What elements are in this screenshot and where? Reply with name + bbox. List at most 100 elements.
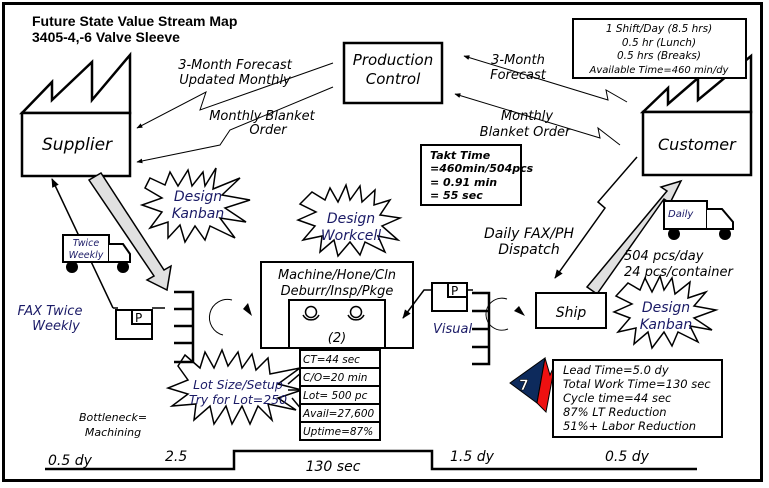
- visual-label: Visual: [433, 322, 472, 337]
- electronic-info-arrow: [463, 55, 628, 103]
- takt-line: Takt Time: [430, 149, 491, 162]
- ship-label: Ship: [556, 305, 587, 321]
- takt-line: = 0.91 min: [430, 176, 497, 189]
- process-name: Deburr/Insp/Pkge: [281, 284, 394, 299]
- kaizen-burst-icon: [165, 348, 305, 426]
- supermarket-icon: [174, 290, 195, 364]
- fax-twice-label: FAX Twice: [18, 304, 83, 319]
- kaizen-burst-icon: [612, 273, 719, 350]
- lot-size-label: Try for Lot=250: [189, 392, 287, 407]
- bottleneck-label: Machining: [85, 426, 141, 439]
- kanban-post-label: P: [135, 311, 142, 325]
- supplier-truck-label: Twice: [73, 238, 100, 249]
- pull-circle-icon: [208, 298, 233, 336]
- order-from-customer-label: Blanket Order: [480, 125, 572, 140]
- summary-cycle-time: Cycle time=44 sec: [563, 391, 672, 405]
- process-data-co: C/O=20 min: [303, 372, 367, 384]
- order-to-supplier-label: Order: [249, 123, 288, 138]
- ship-box: [535, 292, 607, 329]
- summary-labor-reduction: 51%+ Labor Reduction: [563, 419, 696, 433]
- production-control-box: [342, 41, 444, 105]
- design-workcell-label: Workcell: [321, 228, 381, 244]
- electronic-info-arrow: [454, 93, 621, 146]
- order-from-customer-label: Monthly: [501, 109, 553, 124]
- design-kanban-left-label: Design: [174, 189, 222, 205]
- customer-truck-label: Daily: [668, 209, 694, 220]
- timeline-segment: 130 sec: [306, 459, 361, 475]
- customer-info-box: [572, 18, 747, 79]
- withdrawal-arrow: [402, 289, 431, 319]
- process-data-uptime: Uptime=87%: [303, 426, 373, 438]
- timeline-segment: 0.5 dy: [605, 449, 650, 465]
- timeline-segment: 1.5 dy: [450, 449, 495, 465]
- customer-info-line: Available Time=460 min/dy: [589, 65, 730, 76]
- timeline-segment: 0.5 dy: [48, 453, 93, 469]
- order-to-supplier-label: Monthly Blanket: [209, 109, 315, 124]
- daily-fax-label: Dispatch: [498, 242, 560, 258]
- forecast-from-customer-label: Forecast: [490, 68, 547, 83]
- map-title: Future State Value Stream Map: [32, 13, 237, 29]
- forecast-to-supplier-label: Updated Monthly: [179, 73, 291, 88]
- production-control-label: Control: [366, 70, 421, 88]
- takt-line: =460min/504pcs: [430, 162, 534, 175]
- process-data-ct: CT=44 sec: [303, 354, 360, 366]
- summary-lead-time: Lead Time=5.0 dy: [563, 363, 669, 377]
- pull-arrowhead: [243, 303, 252, 316]
- operator-icon: [302, 305, 320, 321]
- pull-circle-icon: [485, 297, 509, 331]
- step-badge-number: 7: [519, 378, 529, 394]
- design-kanban-right-label: Design: [642, 300, 690, 316]
- step-badge-icon: [509, 356, 556, 414]
- production-control-label: Production: [353, 51, 433, 69]
- customer-truck-icon: [663, 200, 734, 240]
- design-kanban-right-label: Kanban: [640, 317, 692, 333]
- kaizen-burst-icon: [139, 167, 251, 244]
- customer-info-line: 1 Shift/Day (8.5 hrs): [606, 23, 712, 35]
- shipment-arrow-supplier: [87, 171, 172, 292]
- summary-box: [552, 359, 723, 438]
- map-subtitle: 3405-4,-6 Valve Sleeve: [32, 29, 180, 45]
- operator-area: [288, 299, 386, 348]
- takt-time-box: [420, 144, 522, 206]
- summary-work-time: Total Work Time=130 sec: [563, 377, 711, 391]
- daily-fax-label: Daily FAX/PH: [484, 226, 574, 242]
- kaizen-burst-icon: [295, 182, 403, 258]
- daily-fax-arrow: [554, 156, 638, 279]
- summary-lt-reduction: 87% LT Reduction: [563, 405, 667, 419]
- bottleneck-label: Bottleneck=: [79, 411, 147, 424]
- supermarket-icon: [472, 291, 491, 366]
- supplier-label: Supplier: [42, 135, 113, 155]
- takt-line: = 55 sec: [430, 189, 483, 202]
- shipping-container: 24 pcs/container: [624, 265, 734, 280]
- supplier-truck-label: Weekly: [69, 250, 104, 261]
- supplier-truck-icon: [62, 234, 131, 273]
- process-data-avail: Avail=27,600: [302, 408, 375, 420]
- design-kanban-left-label: Kanban: [172, 206, 224, 222]
- customer-factory-icon: [639, 53, 753, 177]
- design-workcell-label: Design: [327, 211, 375, 227]
- forecast-to-supplier-label: 3-Month Forecast: [178, 58, 293, 73]
- lot-size-label: Lot Size/Setup: [193, 377, 283, 392]
- electronic-info-arrow: [136, 62, 334, 129]
- operator-count: (2): [328, 331, 346, 346]
- operator-icon: [347, 305, 365, 321]
- kanban-post-icon: [431, 282, 468, 312]
- customer-info-line: 0.5 hr (Lunch): [622, 37, 696, 49]
- pull-arrowhead: [514, 306, 525, 316]
- process-name: Machine/Hone/Cln: [278, 268, 396, 283]
- shipment-arrow-customer: [585, 179, 683, 296]
- process-data-box: [299, 349, 381, 441]
- timeline-ladder: [45, 449, 697, 471]
- fax-twice-label: Weekly: [32, 319, 80, 334]
- kanban-post-icon: [115, 309, 153, 340]
- customer-info-line: 0.5 hrs (Breaks): [617, 50, 701, 62]
- timeline-segment: 2.5: [165, 449, 187, 465]
- electronic-info-arrow: [136, 86, 334, 164]
- shipping-rate: 504 pcs/day: [624, 249, 704, 264]
- process-data-lot: Lot= 500 pc: [303, 390, 368, 402]
- customer-label: Customer: [658, 135, 737, 154]
- supplier-factory-icon: [19, 51, 132, 178]
- forecast-from-customer-label: 3-Month: [491, 53, 545, 68]
- kanban-post-label: P: [451, 284, 458, 298]
